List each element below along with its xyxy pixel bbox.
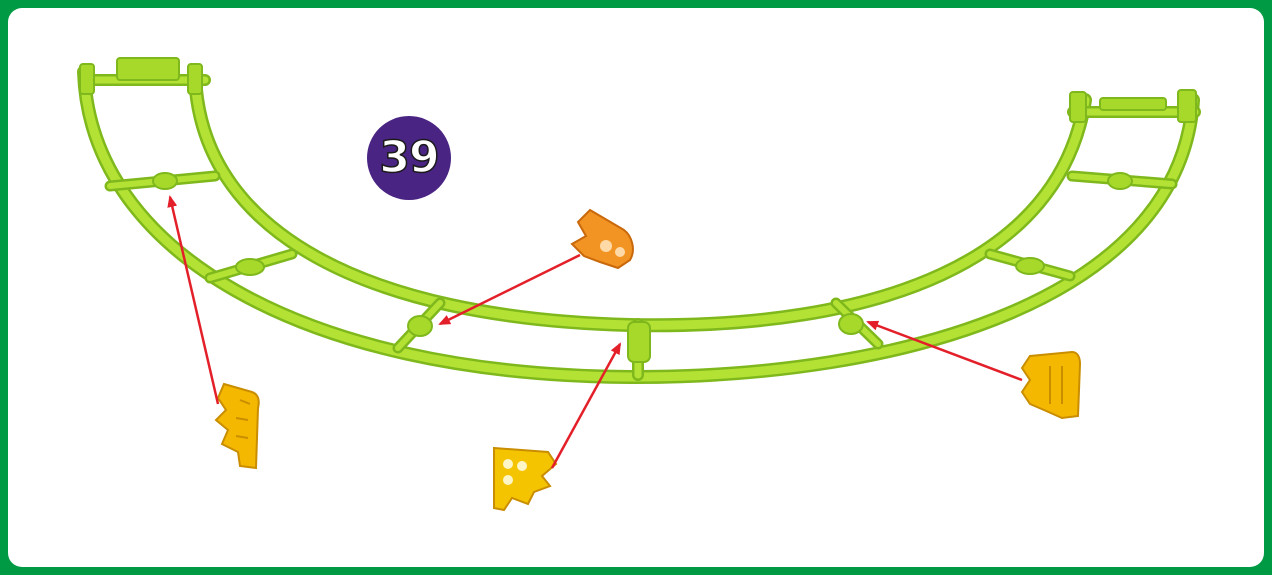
yellow-connector-icon	[494, 448, 556, 510]
instruction-artwork	[8, 8, 1264, 567]
yellow-connector-icon	[1022, 352, 1080, 418]
step-number: 39	[379, 132, 438, 183]
yellow-connector-icon	[216, 384, 259, 468]
instruction-panel: 39	[8, 8, 1264, 567]
orange-connector-icon	[572, 210, 633, 268]
step-number-badge: 39	[367, 116, 451, 200]
